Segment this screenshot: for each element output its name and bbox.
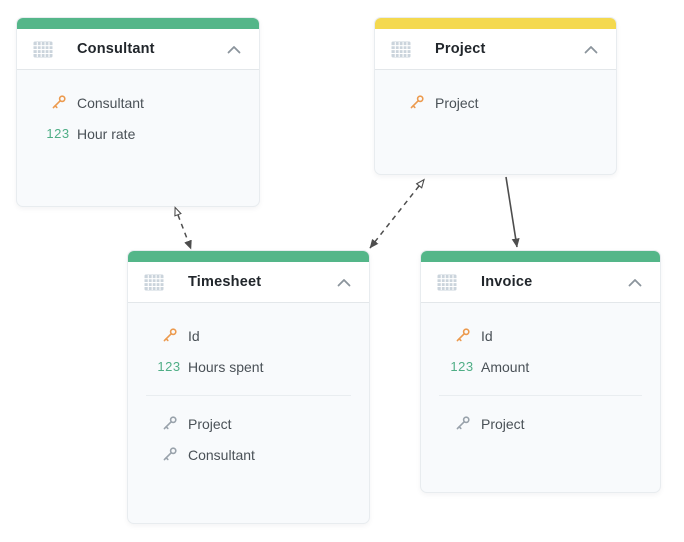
field-label: Consultant: [77, 94, 144, 111]
table-title: Timesheet: [188, 274, 262, 290]
field-row[interactable]: 123 Amount: [421, 351, 660, 382]
primary-key-icon: [443, 327, 481, 344]
chevron-up-icon[interactable]: [337, 278, 351, 287]
table-header[interactable]: Project: [375, 29, 616, 70]
foreign-key-icon: [443, 415, 481, 432]
field-row[interactable]: Consultant: [17, 87, 259, 118]
field-group-divider: [439, 395, 642, 396]
field-label: Id: [481, 327, 493, 344]
field-label: Project: [435, 94, 479, 111]
foreign-key-icon: [150, 415, 188, 432]
field-list: Consultant 123 Hour rate: [17, 70, 259, 149]
chevron-up-icon[interactable]: [628, 278, 642, 287]
connection-project-invoice[interactable]: [505, 176, 520, 248]
field-group-divider: [146, 395, 351, 396]
primary-key-icon: [397, 94, 435, 111]
field-label: Hour rate: [77, 125, 136, 142]
table-card-project[interactable]: Project Project: [374, 17, 617, 175]
field-row[interactable]: Project: [421, 408, 660, 439]
number-type-icon: 123: [450, 359, 474, 374]
accent-bar: [17, 18, 259, 29]
table-card-consultant[interactable]: Consultant Consultant 123 Hour rate: [16, 17, 260, 207]
foreign-key-icon: [150, 446, 188, 463]
table-grid-icon: [391, 41, 411, 58]
table-card-timesheet[interactable]: Timesheet Id 123 Hours spent Projec: [127, 250, 370, 524]
primary-key-icon: [39, 94, 77, 111]
accent-bar: [375, 18, 616, 29]
chevron-up-icon[interactable]: [584, 45, 598, 54]
field-row[interactable]: Id: [421, 320, 660, 351]
table-card-invoice[interactable]: Invoice Id 123 Amount Project: [420, 250, 661, 493]
table-title: Project: [435, 41, 486, 57]
table-title: Consultant: [77, 41, 155, 57]
field-row[interactable]: Consultant: [128, 439, 369, 470]
table-grid-icon: [33, 41, 53, 58]
connection-consultant-timesheet[interactable]: [178, 215, 192, 249]
field-label: Hours spent: [188, 358, 264, 375]
field-list: Project: [375, 70, 616, 118]
field-row[interactable]: Project: [375, 87, 616, 118]
accent-bar: [128, 251, 369, 262]
field-label: Consultant: [188, 446, 255, 463]
field-row[interactable]: 123 Hours spent: [128, 351, 369, 382]
table-title: Invoice: [481, 274, 533, 290]
number-type-icon: 123: [157, 359, 181, 374]
table-grid-icon: [144, 274, 164, 291]
table-header[interactable]: Timesheet: [128, 262, 369, 303]
table-header[interactable]: Invoice: [421, 262, 660, 303]
number-type-icon: 123: [46, 126, 70, 141]
primary-key-icon: [150, 327, 188, 344]
field-label: Amount: [481, 358, 530, 375]
field-list: Id 123 Amount Project: [421, 303, 660, 439]
field-label: Project: [481, 415, 525, 432]
field-label: Id: [188, 327, 200, 344]
field-row[interactable]: 123 Hour rate: [17, 118, 259, 149]
table-header[interactable]: Consultant: [17, 29, 259, 70]
field-list: Id 123 Hours spent Project Consultant: [128, 303, 369, 470]
table-grid-icon: [437, 274, 457, 291]
accent-bar: [421, 251, 660, 262]
connection-project-timesheet[interactable]: [369, 186, 419, 249]
field-row[interactable]: Id: [128, 320, 369, 351]
field-row[interactable]: Project: [128, 408, 369, 439]
chevron-up-icon[interactable]: [227, 45, 241, 54]
field-label: Project: [188, 415, 232, 432]
